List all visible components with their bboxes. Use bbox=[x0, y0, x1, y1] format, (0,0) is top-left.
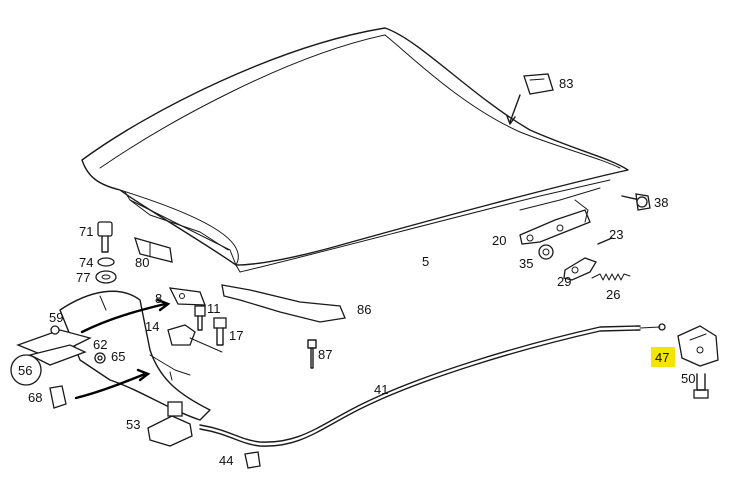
grommet-part-77 bbox=[95, 270, 117, 284]
hood-lock-part-47 bbox=[677, 325, 719, 367]
callout-41: 41 bbox=[374, 382, 388, 397]
bracket-part-80 bbox=[134, 237, 173, 263]
bolt-part-38 bbox=[621, 193, 651, 211]
callout-5: 5 bbox=[422, 254, 429, 269]
callout-35: 35 bbox=[519, 256, 533, 271]
callout-68: 68 bbox=[28, 390, 42, 405]
callout-20: 20 bbox=[492, 233, 506, 248]
assembly-arrows bbox=[74, 298, 171, 400]
rivet-part-87 bbox=[307, 339, 317, 369]
release-cable-part-41 bbox=[199, 323, 666, 447]
callout-86: 86 bbox=[357, 302, 371, 317]
callout-65: 65 bbox=[111, 349, 125, 364]
pin-part-23 bbox=[597, 237, 613, 245]
callout-50: 50 bbox=[681, 371, 695, 386]
bushing-part-35 bbox=[538, 244, 554, 260]
callout-labels: 83 38 71 74 77 80 20 23 35 5 29 26 8 11 … bbox=[18, 76, 695, 468]
latch-bracket-part-8 bbox=[168, 287, 206, 306]
screw-part-71 bbox=[97, 221, 113, 253]
callout-77: 77 bbox=[76, 270, 90, 285]
latch-part-14 bbox=[167, 324, 223, 353]
left-panel bbox=[59, 290, 211, 421]
callout-59: 59 bbox=[49, 310, 63, 325]
callout-11: 11 bbox=[207, 301, 221, 316]
callout-26: 26 bbox=[606, 287, 620, 302]
nut-part-65 bbox=[94, 352, 106, 364]
spring-part-26 bbox=[591, 273, 631, 281]
callout-17: 17 bbox=[229, 328, 243, 343]
hinge-link-part-29 bbox=[563, 257, 597, 281]
bolt-part-17 bbox=[213, 317, 227, 346]
bolt-part-50 bbox=[693, 373, 709, 399]
callout-14: 14 bbox=[145, 319, 159, 334]
callout-23: 23 bbox=[609, 227, 623, 242]
callout-38: 38 bbox=[654, 195, 668, 210]
callout-71: 71 bbox=[79, 224, 93, 239]
callout-47: 47 bbox=[655, 350, 669, 365]
washer-part-74 bbox=[97, 257, 115, 267]
callout-29: 29 bbox=[557, 274, 571, 289]
hood-clip-part-83 bbox=[506, 73, 554, 125]
highlight-box-47 bbox=[651, 347, 675, 367]
clip-part-68 bbox=[49, 385, 67, 409]
pad-part-62 bbox=[28, 344, 87, 366]
callout-44: 44 bbox=[219, 453, 233, 468]
callout-74: 74 bbox=[79, 255, 93, 270]
bolt-part-11 bbox=[194, 305, 206, 331]
hinge-part-20 bbox=[519, 199, 591, 245]
callout-87: 87 bbox=[318, 347, 332, 362]
callout-53: 53 bbox=[126, 417, 140, 432]
hood-panel bbox=[81, 27, 629, 273]
callout-62: 62 bbox=[93, 337, 107, 352]
callout-56: 56 bbox=[18, 363, 32, 378]
seal-strip-part-86 bbox=[221, 284, 346, 323]
handle-part-53 bbox=[147, 401, 193, 447]
callout-83: 83 bbox=[559, 76, 573, 91]
callout-8: 8 bbox=[155, 291, 162, 306]
group-circle-part-56 bbox=[10, 354, 42, 386]
clip-part-44 bbox=[244, 451, 261, 469]
callout-80: 80 bbox=[135, 255, 149, 270]
